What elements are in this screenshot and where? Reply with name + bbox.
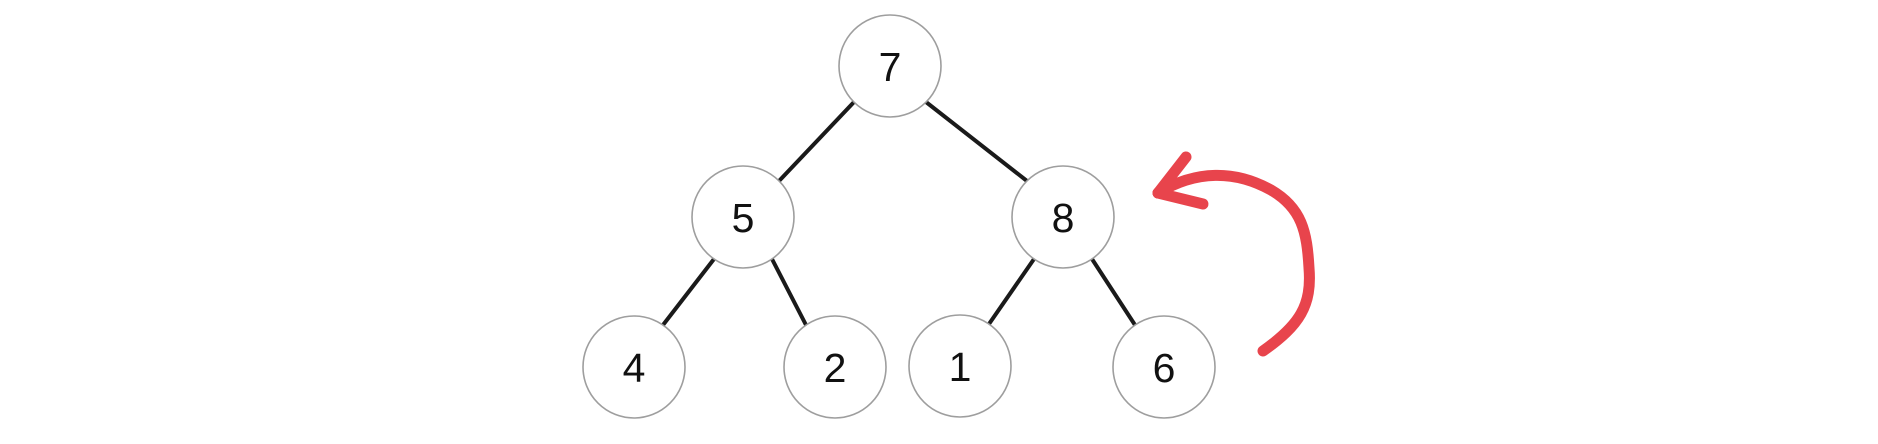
annotation-arrow-body xyxy=(1152,169,1315,357)
annotation-arrow-group xyxy=(1152,151,1315,357)
edge-8-1 xyxy=(987,257,1036,326)
node-circle[interactable] xyxy=(838,14,942,118)
node-label: 8 xyxy=(1052,195,1075,241)
tree-node-leaf-1[interactable]: 4 xyxy=(582,315,686,419)
edge-7-5 xyxy=(777,100,856,183)
tree-node-leaf-4[interactable]: 6 xyxy=(1112,315,1216,419)
node-circle[interactable] xyxy=(691,165,795,269)
tree-edges xyxy=(661,100,1137,327)
annotation-arrowhead-lower-barb xyxy=(1152,187,1209,210)
tree-node-leaf-3[interactable]: 1 xyxy=(908,314,1012,418)
node-circle[interactable] xyxy=(1011,165,1115,269)
tree-node-root[interactable]: 7 xyxy=(838,14,942,118)
node-label: 6 xyxy=(1153,345,1176,391)
node-label: 2 xyxy=(824,345,847,391)
node-circle[interactable] xyxy=(908,314,1012,418)
annotation-arrowhead-upper-barb xyxy=(1152,151,1192,199)
node-circle[interactable] xyxy=(1112,315,1216,419)
edge-5-4 xyxy=(661,257,716,327)
tree-node-leaf-2[interactable]: 2 xyxy=(783,315,887,419)
edge-7-8 xyxy=(924,100,1029,183)
node-circle[interactable] xyxy=(783,315,887,419)
node-circle[interactable] xyxy=(582,315,686,419)
tree-node-right[interactable]: 8 xyxy=(1011,165,1115,269)
edge-5-2 xyxy=(770,257,808,327)
node-label: 4 xyxy=(623,345,646,391)
node-label: 5 xyxy=(732,195,755,241)
edge-8-6 xyxy=(1090,257,1137,327)
tree-node-left[interactable]: 5 xyxy=(691,165,795,269)
node-label: 1 xyxy=(949,344,972,390)
tree-nodes: 7 5 8 4 2 1 6 xyxy=(582,14,1216,419)
node-label: 7 xyxy=(879,44,902,90)
